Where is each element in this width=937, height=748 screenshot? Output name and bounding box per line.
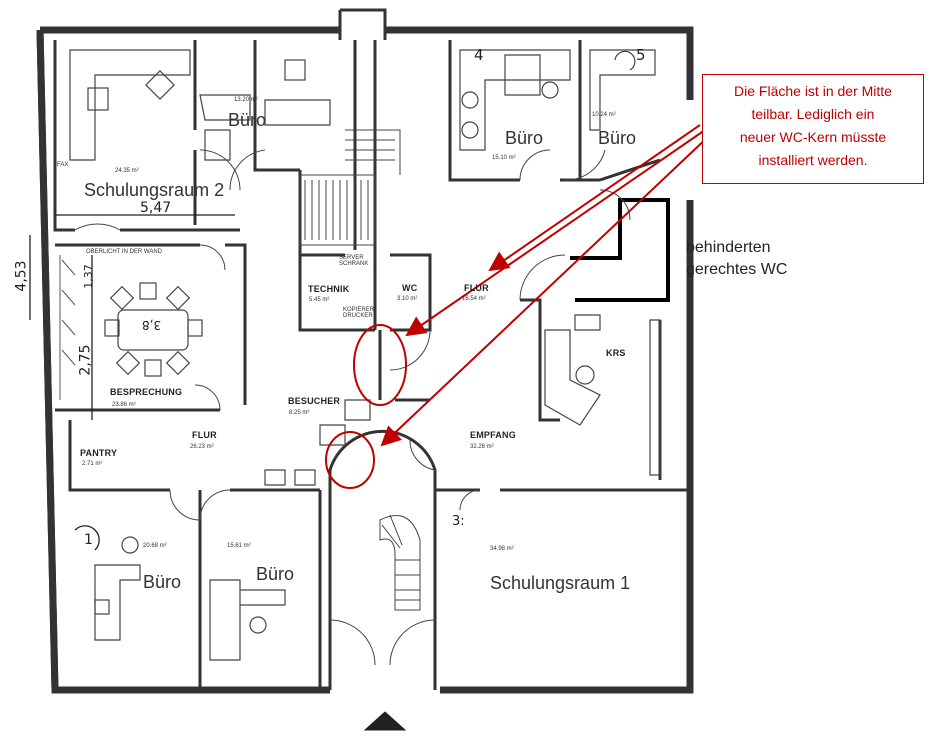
north-arrow bbox=[363, 711, 407, 731]
accessible-wc-line-2: gerechtes WC bbox=[686, 261, 788, 278]
room-name-krs: KRS bbox=[606, 348, 626, 358]
new-wc-outline bbox=[570, 198, 670, 302]
accessible-wc-line-1: behinderten bbox=[686, 239, 771, 256]
room-name-buero-4: Büro bbox=[505, 128, 544, 148]
room-area-schulungsraum2: 24.35 m² bbox=[115, 168, 139, 174]
server-label: SERVER SCHRANK bbox=[339, 255, 369, 267]
room-name-buero-a: Büro bbox=[228, 110, 267, 130]
handwritten-dim-vert1: 1,37 bbox=[81, 264, 95, 289]
room-name-buero-5: Büro bbox=[598, 128, 637, 148]
room-area-buero-b: 15.61 m² bbox=[227, 543, 251, 549]
room-number-4: 4 bbox=[474, 46, 484, 64]
room-name-flur-right: FLUR bbox=[464, 283, 489, 293]
room-name-flur-left: FLUR bbox=[192, 430, 217, 440]
handwritten-mark-3: 3: bbox=[452, 514, 465, 529]
room-area-buero-a: 13.20 m² bbox=[234, 97, 258, 103]
outer-walls bbox=[36, 26, 694, 694]
room-name-besprechung: BESPRECHUNG bbox=[110, 387, 183, 397]
staircase-top bbox=[299, 129, 401, 246]
handwritten-dim-top: 5,47 bbox=[140, 200, 172, 216]
accessible-wc-label: behinderten gerechtes WC bbox=[686, 237, 787, 281]
arrow-to-arch bbox=[380, 134, 711, 447]
room-number-5: 5 bbox=[636, 46, 646, 64]
room-name-schulungsraum2: Schulungsraum 2 bbox=[84, 180, 225, 200]
kopierer-label: KOPIERER DRUCKER bbox=[343, 307, 375, 319]
handwritten-dim-left: 4,53 bbox=[13, 260, 30, 292]
annotation-line-3: neuer WC-Kern müsste bbox=[739, 129, 887, 145]
handwritten-dim-table: 3,8 bbox=[142, 318, 162, 332]
furniture bbox=[69, 49, 661, 661]
handwritten-marks bbox=[29, 214, 235, 551]
room-area-buero-4: 15.10 m² bbox=[492, 155, 516, 161]
room-area-wc: 3.10 m² bbox=[397, 296, 418, 302]
room-area-empfang: 32.26 m² bbox=[470, 444, 494, 450]
room-name-buero-b: Büro bbox=[256, 564, 295, 584]
handwritten-dim-vert2: 2,75 bbox=[77, 344, 94, 376]
interior-walls bbox=[53, 40, 690, 690]
oberlicht-hatching bbox=[59, 255, 76, 400]
room-name-schulungsraum1: Schulungsraum 1 bbox=[490, 573, 631, 593]
room-name-technik: TECHNIK bbox=[308, 284, 350, 294]
door-swings bbox=[74, 149, 631, 666]
room-name-pantry: PANTRY bbox=[80, 448, 118, 458]
room-area-schulungsraum1: 34.98 m² bbox=[490, 546, 514, 552]
room-area-flur-right: 16.54 m² bbox=[462, 296, 486, 302]
room-name-empfang: EMPFANG bbox=[470, 430, 516, 440]
room-area-buero-5: 10.24 m² bbox=[592, 112, 616, 118]
room-area-flur-left: 26.23 m² bbox=[190, 444, 214, 450]
room-area-besucher: 8.25 m² bbox=[289, 410, 310, 416]
staircase-bottom bbox=[379, 514, 421, 611]
room-name-besucher: BESUCHER bbox=[288, 396, 341, 406]
annotation-box: Die Fläche ist in der Mitte teilbar. Led… bbox=[702, 74, 924, 184]
arrow-to-wc bbox=[488, 124, 701, 272]
annotation-line-2: teilbar. Lediglich ein bbox=[751, 106, 875, 122]
highlight-ellipse-middle bbox=[353, 324, 407, 406]
oberlicht-label: OBERLICHT IN DER WAND bbox=[86, 249, 163, 255]
room-area-besprechung: 23.86 m² bbox=[112, 402, 136, 408]
room-number-1: 1 bbox=[84, 532, 93, 548]
room-name-wc: WC bbox=[402, 283, 418, 293]
arrow-to-middle bbox=[405, 129, 706, 337]
room-name-buero-1: Büro bbox=[143, 572, 182, 592]
annotation-line-1: Die Fläche ist in der Mitte bbox=[734, 83, 892, 99]
fax-label: FAX bbox=[57, 162, 69, 168]
room-area-buero-1: 20.68 m² bbox=[143, 543, 167, 549]
room-area-pantry: 2.71 m² bbox=[82, 461, 103, 467]
highlight-ellipse-arch bbox=[325, 431, 375, 489]
room-area-technik: 5.45 m² bbox=[309, 297, 330, 303]
annotation-line-4: installiert werden. bbox=[758, 152, 868, 168]
